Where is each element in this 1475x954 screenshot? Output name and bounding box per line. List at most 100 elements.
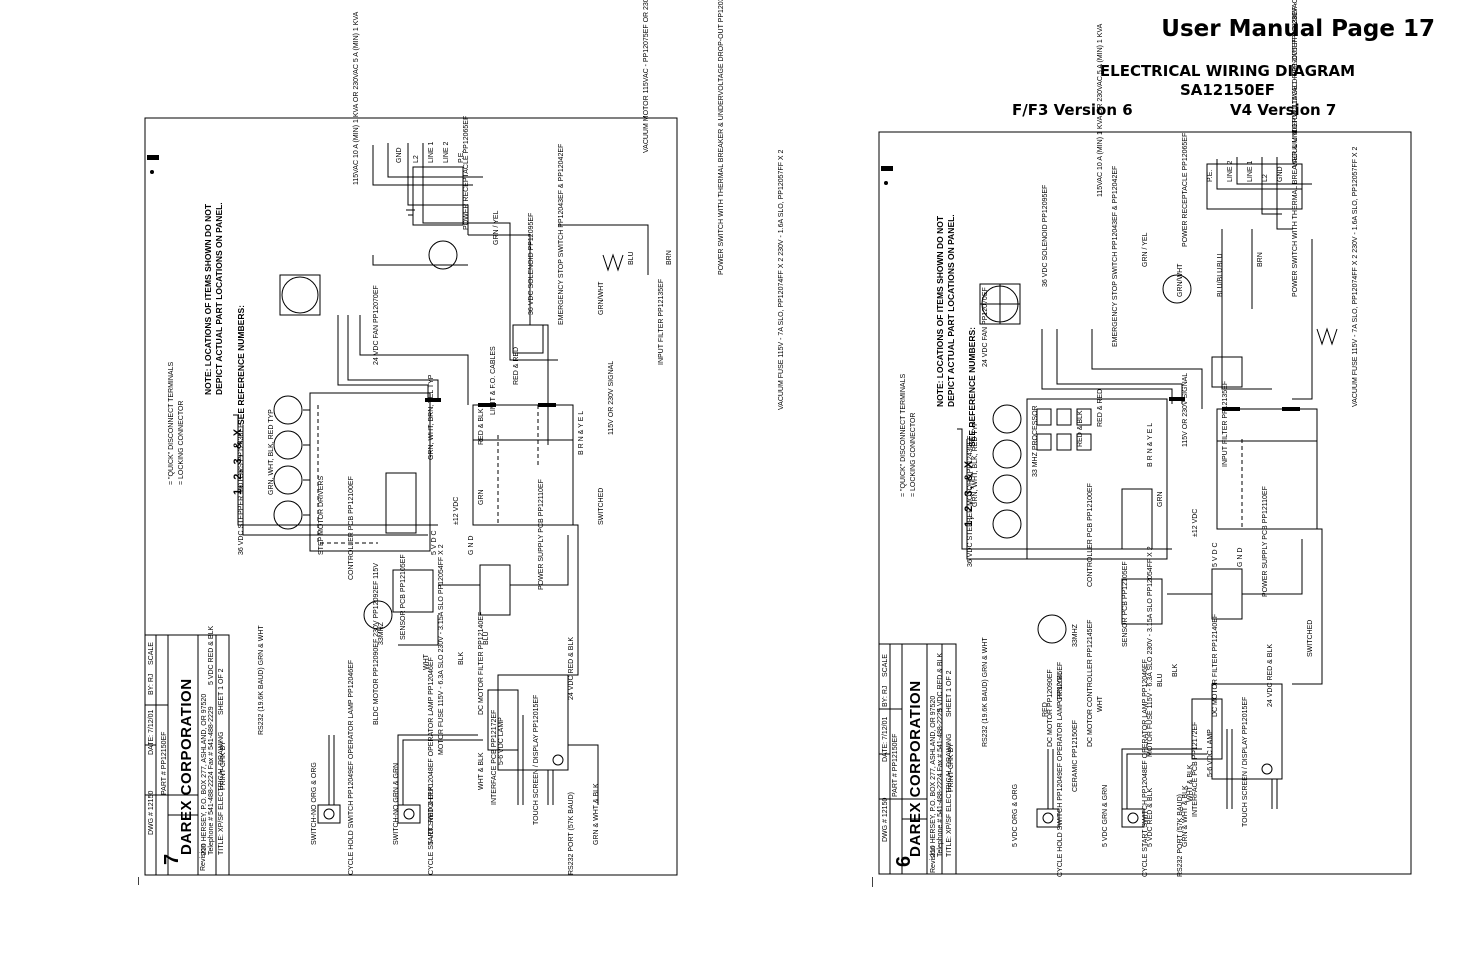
part-number: PART # PP12150EF (892, 733, 899, 797)
blk-label: BLK (458, 651, 465, 665)
dc-motor-controller-label: DC MOTOR CONTROLLER PP12145EF (1087, 619, 1094, 747)
5vdc-label: 5 VDC RED & BLK (937, 652, 944, 712)
supply-label: 115VAC 10 A (MIN) 1 KVA OR 230VAC 5 A (M… (353, 11, 360, 185)
company-phone: Telephone # 541-488-2224 Fax # 541-488-2… (937, 708, 944, 857)
bundle-label: B R N & Y E L (578, 410, 585, 455)
model-number: SA12150EF (1179, 81, 1276, 99)
estop-label: EMERGENCY STOP SWITCH PP12043EF & PP1204… (558, 143, 565, 325)
scale-label: SCALE (148, 642, 155, 665)
l2-label: L2 (1262, 174, 1269, 182)
touch-screen-label: TOUCH SCREEN / DISPLAY PP12015EF (1242, 696, 1249, 827)
company-name: DAREX CORPORATION (178, 678, 195, 855)
company-name: DAREX CORPORATION (907, 680, 924, 857)
switch-grn-label: 5 VDC GRN & GRN (1102, 784, 1109, 847)
input-filter-label: INPUT FILTER PP12135EF (1222, 380, 1229, 467)
12vdc-label: ±12 VDC (453, 496, 460, 525)
switch-no-2-label: SWITCH-NO ORG & ORG (311, 762, 318, 845)
wiring-lines (872, 131, 1412, 887)
quick-disconnect-legend: = "QUICK" DISCONNECT TERMINALS (900, 373, 907, 497)
switch-org-label: 5 VDC ORG & ORG (1012, 783, 1019, 847)
note-line-1: NOTE: LOCATIONS OF ITEMS SHOWN DO NOT (203, 203, 213, 395)
blu-blu-label: BLU/BLU (1217, 267, 1224, 297)
grn-label: GRN (1157, 491, 1164, 507)
rs232-label: RS232 (19.6K BAUD) GRN & WHT (982, 637, 989, 747)
gnd-pins-label: G N D (1237, 547, 1244, 567)
supply-label: 115VAC 10 A (MIN) 1 KVA OR 230VAC 5 A (M… (1097, 23, 1104, 197)
power-supply-label: POWER SUPPLY PCB PP12110EF (538, 479, 545, 590)
line1-label: LINE 1 (428, 141, 435, 163)
grn-label: GRN (478, 489, 485, 505)
wiring-diagram-version-7: VACUUM MOTOR 115VAC - PP12075EF OR 230VA… (138, 0, 785, 885)
blu-label: BLU (628, 251, 635, 265)
date-label: DATE: 7/12/01 (148, 709, 155, 755)
limit-cables-label: LIMIT & F.O. CABLES (490, 346, 497, 415)
left-version-label: F/F3 Version 6 (1012, 101, 1133, 119)
diagram-title: ELECTRICAL WIRING DIAGRAM SA12150EF (1090, 62, 1365, 100)
12vdc-label: ±12 VDC (1192, 508, 1199, 537)
gnd-label: GND (1277, 166, 1284, 182)
diagram-heading: ELECTRICAL WIRING DIAGRAM (1099, 62, 1356, 80)
brn-label: BRN (666, 250, 673, 265)
processor-label: 33 MHZ PROCESSOR (1032, 405, 1039, 477)
l2-label: L2 (413, 155, 420, 163)
motor-fuse-label: MOTOR FUSE 115V - 6.3A SLO 230V - 3.15A … (438, 544, 445, 755)
vacuum-motor-label: VACUUM MOTOR 115VAC - PP12075EF OR 230VA… (643, 0, 650, 153)
brn-label: BRN (1257, 252, 1264, 267)
dc-motor-label: DC MOTOR PP12090EF (1047, 669, 1054, 747)
note-line-2: DEPICT ACTUAL PART LOCATIONS ON PANEL. (214, 202, 224, 395)
touch-screen-label: TOUCH SCREEN / DISPLAY PP12015EF (533, 694, 540, 825)
switch-no-1-label: SWITCH-NO GRN & GRN (393, 762, 400, 845)
pe-label: P.E. (1207, 169, 1214, 182)
dwg-number: DWG # 12150 (882, 797, 889, 842)
dwg-number: DWG # 12150 (148, 790, 155, 835)
locking-connector-legend: = LOCKING CONNECTOR (910, 412, 917, 497)
switched-label: SWITCHED (598, 487, 605, 525)
fan-label: 24 VDC FAN PP12070EF (373, 285, 380, 365)
print-check: PRINT CHK BY (948, 743, 955, 792)
reference-numbers: 1, 2, 3, & X (232, 427, 244, 495)
dc-filter-label: DC MOTOR FILTER PP12140EF (1212, 613, 1219, 717)
lamp-label: 5-6 VDC LAMP (498, 717, 505, 765)
note-line-2: DEPICT ACTUAL PART LOCATIONS ON PANEL. (946, 214, 956, 407)
bldc-motor-label: BLDC MOTOR PP12090EF 230V PP12092EF 115V (373, 563, 380, 725)
date-label: DATE: 7/12/01 (882, 716, 889, 762)
stepper-colors-label: GRN, WHT, BLK, RED TYP (268, 409, 275, 495)
sheet-number: SHEET 1 OF 2 (946, 670, 953, 717)
gnd-label: GND (396, 147, 403, 163)
lamp-label: 5-6 VDC LAMP (1207, 729, 1214, 777)
scale-label: SCALE (882, 654, 889, 677)
24vdc-label: 24 VDC RED & BLK (1267, 643, 1274, 707)
quick-disconnect-legend: = "QUICK" DISCONNECT TERMINALS (168, 361, 175, 485)
reference-numbers: 1, 2, 3, & X (963, 459, 975, 527)
company-phone: Telephone # 541-488-2224 Fax # 541-488-2… (208, 706, 215, 855)
5vdc-label: 5 VDC RED & BLK (208, 625, 215, 685)
power-supply-label: POWER SUPPLY PCB PP12110EF (1262, 486, 1269, 597)
red-blk-label: RED & BLK (478, 408, 485, 445)
cycle-start-label: CYCLE START SWITCH PP12048EF OPERATOR LA… (1142, 659, 1149, 877)
sensor-pcb-label: SENSOR PCB PP12105EF (400, 554, 407, 640)
solenoid-label: 36 VDC SOLENOID PP12095EF (528, 212, 535, 315)
by-label: BY: RJ (148, 673, 155, 695)
power-switch-label: POWER SWITCH WITH THERMAL BREAKER & UNDE… (718, 0, 725, 275)
line1-label: LINE 1 (1247, 160, 1254, 182)
power-receptacle-label: POWER RECEPTACLE PP12065EF (463, 115, 470, 230)
blu-label: BLU (1217, 253, 1224, 267)
grn-wht-label: GRN/WHT (598, 281, 605, 315)
blu-2-label: BLU (1157, 673, 1164, 687)
sensor-pcb-label: SENSOR PCB PP12105EF (1122, 561, 1129, 647)
revision-label: Revision (200, 844, 207, 871)
rs232-port-label: RS232 PORT (57K BAUD) (568, 792, 575, 875)
power-switch-label: POWER SWITCH WITH THERMAL BREAKER & UNDE… (1292, 0, 1299, 297)
solenoid-label: 36 VDC SOLENOID PP12095EF (1042, 184, 1049, 287)
by-label: BY: RJ (882, 685, 889, 707)
ceramic-label: CERAMIC PP12150EF (1072, 720, 1079, 792)
page-title: User Manual Page 17 (1161, 16, 1435, 42)
cycle-start-label: CYCLE START SWITCH PP12048EF OPERATOR LA… (428, 657, 435, 875)
locking-connector-legend: = LOCKING CONNECTOR (178, 400, 185, 485)
signal-label: 115V OR 230V SIGNAL (1182, 372, 1189, 447)
note-line-1: NOTE: LOCATIONS OF ITEMS SHOWN DO NOT (935, 215, 945, 407)
sheet-number: SHEET 1 OF 2 (218, 668, 225, 715)
interface-label: INTERFACE PCB PP12172EF (1192, 721, 1199, 817)
interface-label: INTERFACE PCB PP12172EF (491, 709, 498, 805)
vdc-pins-label: 5 V D C (1212, 542, 1219, 567)
